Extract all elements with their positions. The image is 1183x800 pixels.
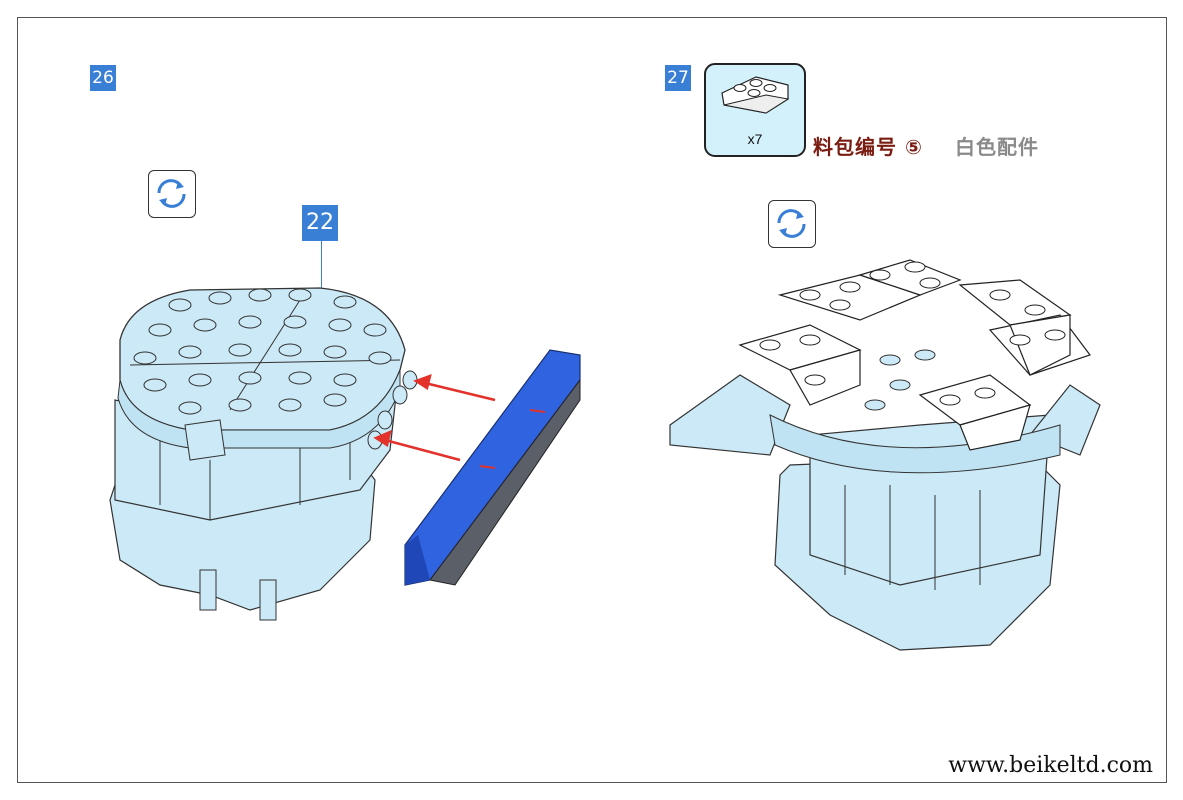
step-27-model-illustration bbox=[669, 259, 1101, 651]
parts-required-box: x7 bbox=[704, 63, 806, 157]
parts-quantity: x7 bbox=[747, 131, 763, 147]
callout-leader-line bbox=[321, 241, 322, 289]
rotate-model-indicator-27 bbox=[768, 200, 816, 248]
bag-number-label: 料包编号 ⑤ bbox=[813, 135, 923, 159]
callout-part-number: 22 bbox=[302, 205, 338, 241]
rotate-model-indicator-26 bbox=[148, 170, 196, 218]
rotate-arrows-icon bbox=[157, 179, 186, 208]
step-26-model-illustration bbox=[109, 287, 581, 621]
inverted-slope-brick-icon bbox=[721, 76, 790, 114]
website-url: www.beikeltd.com bbox=[948, 753, 1153, 778]
instruction-page-frame bbox=[17, 17, 1167, 783]
rotate-arrows-icon bbox=[777, 209, 806, 238]
step-26-badge: 26 bbox=[90, 65, 116, 91]
step-27-badge: 27 bbox=[665, 65, 691, 91]
part-color-label: 白色配件 bbox=[955, 135, 1039, 159]
